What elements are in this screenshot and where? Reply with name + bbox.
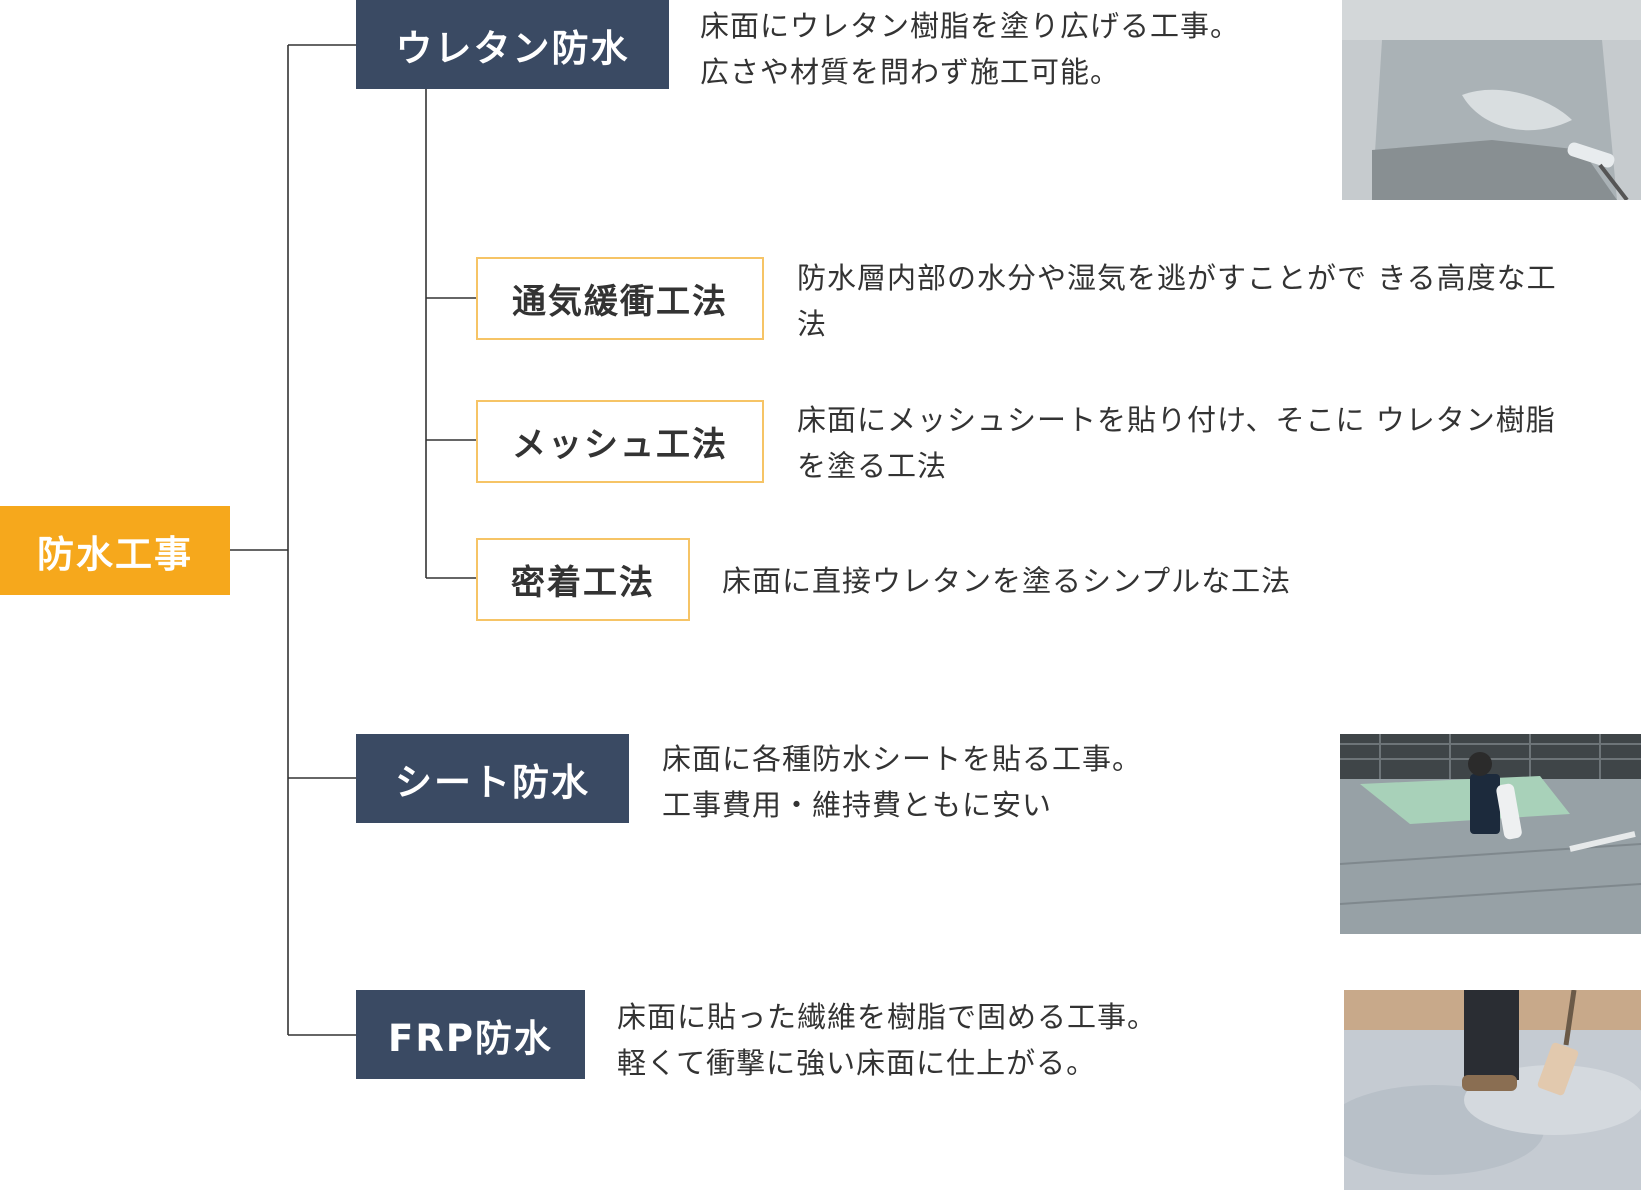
- urethane-description: 床面にウレタン樹脂を塗り広げる工事。 広さや材質を問わず施工可能。: [700, 9, 1241, 89]
- sheet-label: シート防水: [395, 760, 590, 804]
- method-description-tsuuki: 防水層内部の水分や湿気を逃がすことがで きる高度な工 法: [797, 261, 1557, 341]
- sheet-node: シート防水: [356, 734, 629, 823]
- method-label-mesh: メッシュ工法: [512, 425, 728, 465]
- urethane-node: ウレタン防水: [356, 0, 669, 89]
- root-node: 防水工事: [0, 506, 230, 595]
- method-node-mesh: メッシュ工法: [476, 400, 764, 483]
- frp-description: 床面に貼った繊維を樹脂で固める工事。 軽くて衝撃に強い床面に仕上がる。: [617, 1000, 1158, 1080]
- sheet-installation-photo: [1340, 734, 1641, 934]
- method-node-micchaku: 密着工法: [476, 538, 690, 621]
- method-label-tsuuki: 通気緩衝工法: [512, 282, 728, 322]
- frp-coating-photo: [1344, 990, 1641, 1190]
- method-description-mesh: 床面にメッシュシートを貼り付け、そこに ウレタン樹脂 を塗る工法: [797, 403, 1556, 483]
- sheet-description: 床面に各種防水シートを貼る工事。 工事費用・維持費ともに安い: [662, 742, 1143, 822]
- method-node-tsuuki: 通気緩衝工法: [476, 257, 764, 340]
- method-label-micchaku: 密着工法: [511, 563, 655, 603]
- frp-node: FRP防水: [356, 990, 585, 1079]
- urethane-label: ウレタン防水: [395, 26, 630, 70]
- method-description-micchaku: 床面に直接ウレタンを塗るシンプルな工法: [722, 564, 1292, 598]
- frp-label: FRP防水: [388, 1016, 553, 1060]
- urethane-roller-photo: [1342, 0, 1641, 200]
- root-label: 防水工事: [37, 532, 193, 576]
